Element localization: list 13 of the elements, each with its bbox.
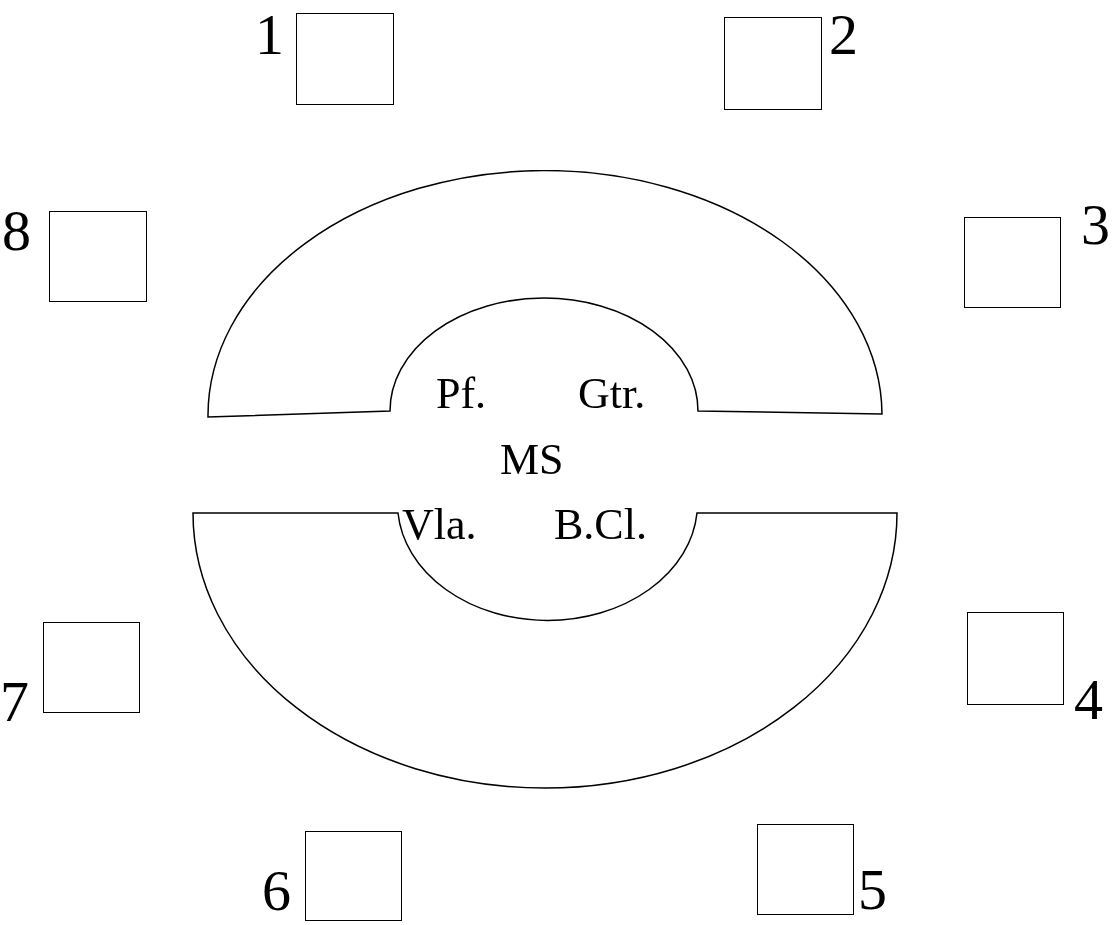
instrument-label: Gtr.	[578, 372, 646, 416]
position-number: 3	[1081, 196, 1110, 254]
instrument-label: Pf.	[436, 372, 487, 416]
instrument-label: Vla.	[402, 503, 477, 547]
instrument-label: B.Cl.	[554, 503, 647, 547]
position-number: 1	[255, 6, 284, 64]
position-number: 7	[0, 673, 29, 731]
position-number: 4	[1074, 671, 1103, 729]
position-number: 8	[2, 202, 31, 260]
instrument-label: MS	[500, 438, 564, 482]
position-number: 2	[829, 6, 858, 64]
position-number: 5	[858, 861, 887, 919]
position-number: 6	[262, 862, 291, 920]
